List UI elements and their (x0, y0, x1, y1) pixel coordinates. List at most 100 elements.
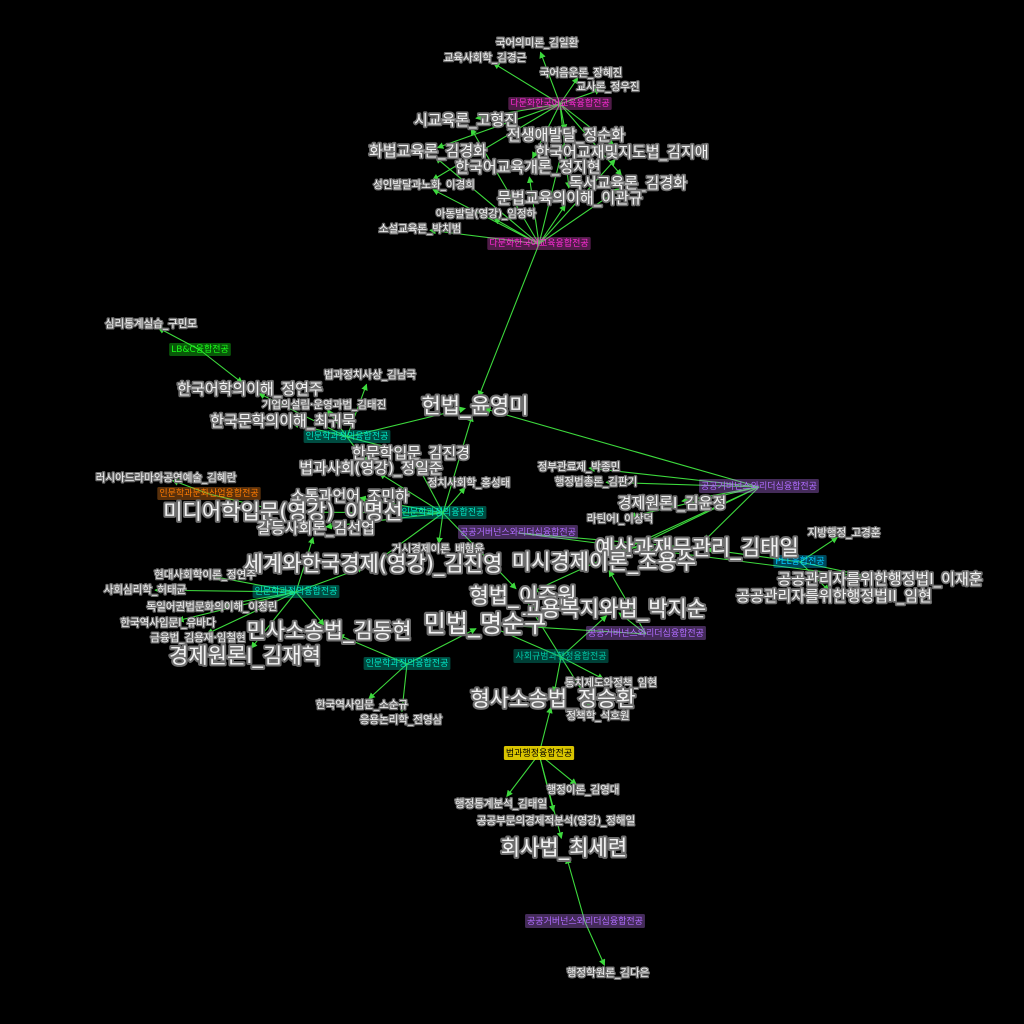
course-node-n2[interactable]: 교육사회학_김경근 (442, 50, 527, 66)
course-node-n55[interactable]: 행정통계분석_김태일 (454, 796, 549, 812)
course-node-n32[interactable]: 지방행정_고경훈 (806, 525, 882, 541)
course-node-n23[interactable]: 러시아드라마와공연예술_김혜란 (94, 470, 237, 486)
course-node-n16[interactable]: 법과정치사상_김남국 (323, 368, 418, 383)
edge-h_inmun1-n18 (346, 406, 466, 438)
course-node-n49[interactable]: 통치제도와정책_임현 (564, 675, 659, 691)
program-hub-label: PEL융합전공 (775, 556, 824, 567)
program-hub-h_social[interactable]: 사회규범과행정융합전공 (513, 649, 609, 663)
program-hub-label: 인문학과정의융합전공 (306, 431, 389, 442)
course-node-n14[interactable]: 소설교육론_박치범 (377, 222, 462, 237)
program-hub-h_edu1[interactable]: 다문화한국어교육융합전공 (508, 97, 612, 110)
course-node-n25[interactable]: 행정법총론_김판기 (553, 475, 638, 490)
program-hub-background (399, 506, 487, 519)
course-node-n54[interactable]: 행정이론_김영대 (545, 783, 620, 798)
course-node-n17[interactable]: 한국어학의이해_정연주 (176, 378, 325, 400)
course-node-n13[interactable]: 아동발달(영강)_임정하 (435, 206, 538, 222)
course-node-n35[interactable]: 세계와한국경제(영강)_김진영 (242, 550, 505, 579)
course-node-n42[interactable]: 독일어권법문화의이해_이정린 (145, 599, 278, 615)
edge-h_inmun3-n31 (295, 536, 315, 593)
course-node-n48[interactable]: 경제원론I_김재혁 (167, 642, 323, 671)
course-node-n43[interactable]: 고용복지와법_박지순 (520, 595, 708, 624)
course-node-n44[interactable]: 민법_명순구 (422, 608, 549, 640)
course-node-n40[interactable]: 사회심리학_허태균 (102, 583, 187, 598)
program-hub-background (303, 430, 391, 443)
course-node-n57[interactable]: 회사법_최세련 (499, 834, 629, 863)
course-node-n18[interactable]: 헌법_윤영미 (419, 392, 530, 421)
course-node-n31[interactable]: 갈등사회론_김선업 (255, 517, 376, 539)
course-node-n58[interactable]: 행정학원론_김다은 (565, 966, 650, 981)
edge-h_lawadmin-n57 (538, 753, 564, 839)
course-node-n29[interactable]: 미디어학입문(영강)_이명선 (161, 498, 404, 527)
course-node-n15[interactable]: 심리통계실습_구민모 (104, 317, 199, 332)
program-hub-h_inmun2[interactable]: 인문학과정의융합전공 (399, 506, 487, 519)
course-node-n5[interactable]: 시교육론_고형진 (412, 109, 520, 131)
course-node-n9[interactable]: 한국어교육개론_정지현 (454, 156, 603, 178)
course-node-n27[interactable]: 소통과언어_조민하 (289, 485, 411, 507)
edge-h_inmun3-n46 (206, 591, 297, 635)
program-hub-label: 다문화한국어교육융합전공 (489, 238, 588, 249)
course-node-n21[interactable]: 한문학입문_김진경 (350, 442, 471, 464)
course-node-n12[interactable]: 문법교육의이해_이관규 (496, 187, 645, 209)
program-hub-label: 다문화한국어교육융합전공 (510, 98, 609, 109)
edge-h_inmun2-n27 (359, 495, 444, 514)
course-node-n7[interactable]: 화법교육론_김경화 (367, 140, 489, 162)
edge-h_edu1-n7 (436, 103, 561, 149)
edge-h_inmun4-n44 (406, 628, 477, 665)
program-hub-h_gov1[interactable]: 공공거버넌스와리더십융합전공 (699, 479, 819, 493)
program-hub-h_gov3[interactable]: 공공거버넌스와리더십융합전공 (586, 626, 706, 640)
course-node-n45[interactable]: 한국역사입문I_유바다 (119, 615, 217, 631)
course-node-n36[interactable]: 미시경제이론_조용수 (510, 548, 698, 577)
course-node-n50[interactable]: 형사소송법_정승환 (468, 685, 637, 714)
edge-h_gov3-n43 (618, 612, 647, 635)
course-node-n4[interactable]: 교사론_정우진 (575, 80, 641, 95)
edge-h_edu2-n7 (435, 156, 540, 245)
edge-h_culture-n29 (208, 493, 274, 512)
course-node-n26[interactable]: 정치사회학_홍성태 (426, 475, 511, 491)
program-hub-h_lbc[interactable]: LB&C융합전공 (169, 343, 231, 356)
course-node-n47[interactable]: 민사소송법_김동현 (244, 617, 413, 646)
course-node-n30[interactable]: 라틴어I_이상덕 (586, 512, 655, 527)
course-node-n56[interactable]: 공공부문의경제적분석(영강)_정해일 (476, 813, 637, 829)
course-node-n37[interactable]: 현대사회학이론_정연주 (153, 568, 258, 583)
course-node-n22[interactable]: 법과사회(영강)_정일준 (298, 457, 445, 479)
edge-h_inmun2-n34 (436, 512, 444, 545)
course-node-n6[interactable]: 전생애발달_정순화 (505, 124, 627, 146)
edge-h_inmun3-n35 (295, 566, 365, 593)
course-node-n20[interactable]: 한국문학의이해_최귀묵 (209, 410, 358, 432)
program-hub-background (363, 657, 451, 670)
course-node-n51[interactable]: 한국역사입문_소순규 (315, 697, 410, 713)
course-node-n38[interactable]: 공공관리자를위한행정법I_이재훈 (776, 568, 985, 590)
course-node-n53[interactable]: 응용논리학_전영삼 (358, 713, 443, 728)
program-hub-h_inmun4[interactable]: 인문학과정의융합전공 (363, 657, 451, 670)
program-hub-h_culture[interactable]: 인문학과문화산업융합전공 (157, 487, 261, 500)
course-node-n52[interactable]: 정책학_석호원 (565, 709, 631, 724)
course-node-n28[interactable]: 경제원론I_김윤정 (616, 492, 728, 514)
program-hub-h_inmun3[interactable]: 인문학과정의융합전공 (252, 585, 340, 598)
program-hub-h_lawadmin[interactable]: 법과행정융합전공 (503, 746, 575, 760)
edge-h_edu2-n5 (470, 128, 540, 245)
course-node-n41[interactable]: 형법_이주원 (467, 582, 578, 611)
program-hub-h_gov2[interactable]: 공공거버넌스와리더십융합전공 (458, 525, 578, 539)
edge-h_edu2-n14 (429, 227, 540, 245)
course-node-n46[interactable]: 금융법_김용재·임철현 (149, 630, 247, 646)
edge-h_inmun2-n22 (378, 472, 444, 514)
program-hub-h_gov4[interactable]: 공공거버넌스와리더십융합전공 (525, 914, 645, 928)
edge-h_social-n52 (560, 656, 594, 709)
course-node-n11[interactable]: 독서교육론_김경화 (567, 172, 689, 194)
course-node-n33[interactable]: 예산과재무관리_김태일 (593, 534, 801, 563)
program-hub-h_pel[interactable]: PEL융합전공 (773, 555, 827, 568)
course-node-n8[interactable]: 한국어교재및지도법_김지애 (534, 141, 711, 163)
edge-h_inmun3-n47 (295, 591, 325, 626)
course-node-n1[interactable]: 국어의미론_김일환 (494, 35, 579, 51)
course-node-n39[interactable]: 공공관리자를위한행정법II_임현 (734, 585, 933, 607)
program-hub-h_inmun1[interactable]: 인문학과정의융합전공 (303, 430, 391, 443)
edge-h_edu2-n18 (477, 243, 540, 398)
course-node-n19[interactable]: 기업의설립·운영과법_김태진 (260, 397, 387, 413)
course-node-n10[interactable]: 성인발달과노화_이경희 (372, 177, 476, 193)
program-hub-h_edu2[interactable]: 다문화한국어교육융합전공 (487, 237, 591, 250)
course-node-n3[interactable]: 국어음운론_장혜진 (538, 66, 623, 81)
course-node-n34[interactable]: 거시경제이론_배형윤 (391, 541, 486, 557)
edge-h_culture-n23 (171, 479, 210, 495)
course-node-n24[interactable]: 정부관료제_박종민 (536, 460, 621, 475)
